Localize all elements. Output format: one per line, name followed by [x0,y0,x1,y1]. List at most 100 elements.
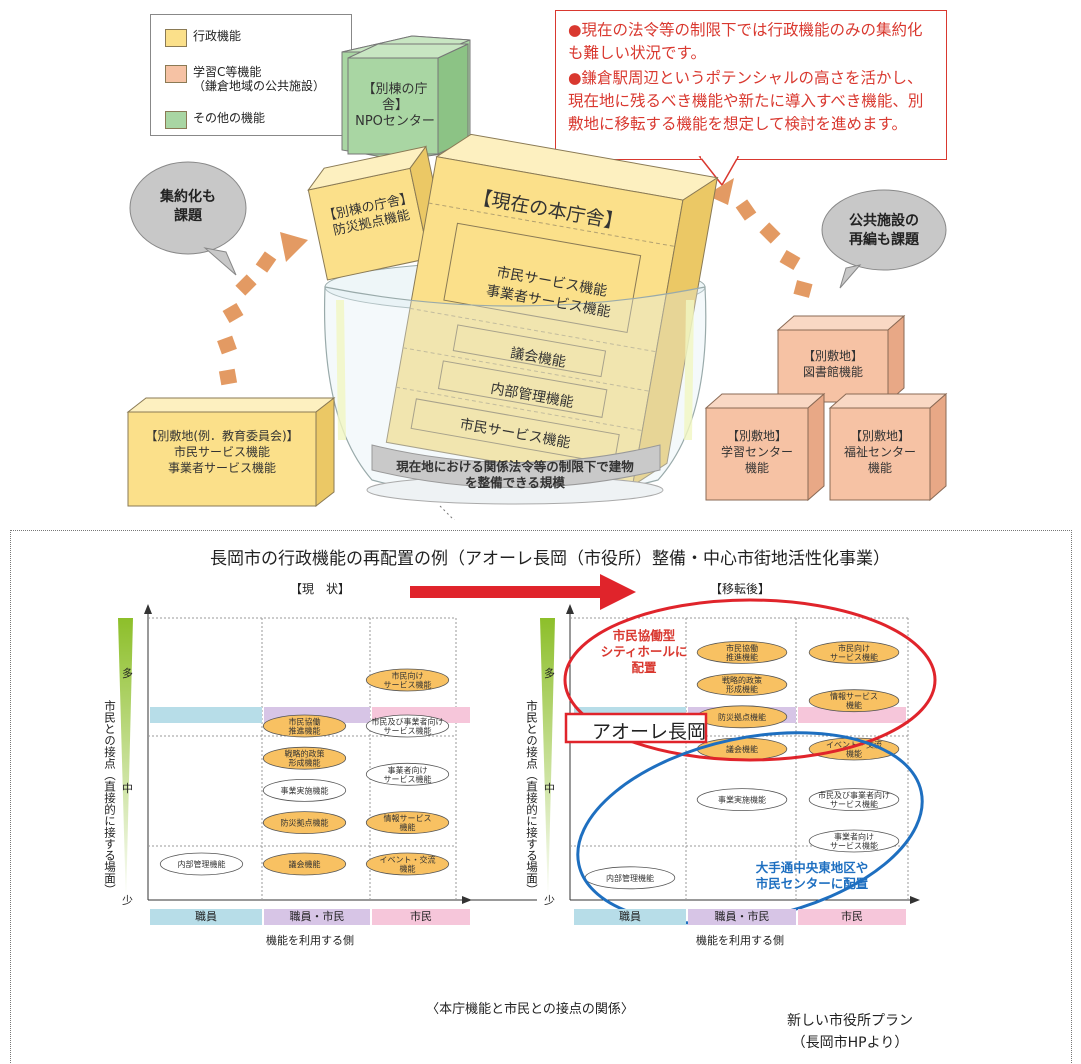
left-function-pill [262,811,347,835]
left-function-pill [365,811,450,835]
right-x-axis-label: 機能を利用する側 [696,934,784,947]
lower-frame [10,530,1072,1063]
bubble-left [129,161,247,255]
right-function-pill [808,689,900,713]
right-function-pill-label: 事業実施機能 [718,795,766,805]
policy-note-line-1: ●現在の法令等の制限下では行政機能のみの集約化も難しい状況です。 [568,21,923,62]
legend-swatch-admin [165,29,187,47]
right-y-low: 少 [544,894,555,907]
right-function-pill-label: 戦略的政策形成機能 [722,675,762,694]
left-function-pill [365,714,450,738]
legend-label-admin: 行政機能 [193,29,242,43]
left-function-pill [159,852,244,876]
left-function-pill-label: 市民協働推進機能 [289,717,321,736]
right-y-gradient [540,618,555,904]
right-function-pill-label: 事業者向けサービス機能 [830,832,878,851]
left-grid [118,604,537,904]
right-grid-pills: 市民協働推進機能戦略的政策形成機能防災拠点機能議会機能市民向けサービス機能情報サ… [584,641,900,890]
legend-swatch-other [165,111,187,129]
right-function-pill [696,673,788,696]
left-function-pill-label: イベント・交流機能 [380,855,436,874]
plan-title: 新しい市役所プラン [787,1013,913,1029]
right-function-pill [808,641,900,664]
bubble-left-text: 集約化も 課題 [160,189,216,224]
right-function-pill [808,829,900,853]
library-label: 【別敷地】 図書館機能 [802,349,863,379]
main-building [385,133,719,487]
bubble-right [821,189,947,271]
right-function-pill-label: 市民向けサービス機能 [830,643,878,662]
left-function-pill-label: 事業者向けサービス機能 [384,765,432,784]
left-function-pill [365,668,450,692]
left-function-pill [262,714,347,738]
left-x-cat-staff [150,707,262,723]
left-x-citizen: 市民 [372,909,470,925]
upper-illustration [126,35,948,520]
left-x-staff-citizen: 職員・市民 [264,909,370,925]
bubble-left-tail [203,247,237,276]
left-function-pill [365,762,450,786]
left-function-pill [262,746,347,770]
bowl-caption: 現在地における関係法令等の制限下で建物 を整備できる規模 [396,459,634,490]
legend-item-learning: 学習C等機能 （鎌倉地域の公共施設） [165,65,325,93]
welfare-building [828,392,948,502]
left-function-pill-label: 内部管理機能 [178,859,226,869]
right-function-pill [808,788,900,812]
left-function-pill-label: 事業実施機能 [281,785,329,795]
left-function-pill [365,852,450,876]
right-function-pill-label: 市民及び事業者向けサービス機能 [818,790,890,809]
left-function-pill [262,778,347,802]
left-function-pill-label: 市民向けサービス機能 [384,671,432,690]
left-y-low: 少 [122,894,133,907]
right-x-staff: 職員 [574,909,686,925]
left-grid-pills: 市民向けサービス機能市民協働推進機能戦略的政策形成機能事業実施機能防災拠点機能市… [159,668,450,876]
arrow-right-dashes [706,178,813,298]
left-offsite-label: 【別敷地(例．教育委員会)】 市民サービス機能 事業者サービス機能 [145,429,299,475]
learning-building [704,392,826,502]
legend: 行政機能 学習C等機能 （鎌倉地域の公共施設） その他の機能 [150,14,352,136]
left-offsite-building [126,396,336,508]
left-function-pill [262,852,347,876]
left-x-staff: 職員 [150,909,262,925]
red-grouping-ellipse [563,598,937,762]
right-function-pill-label: イベント・交流機能 [826,740,882,759]
left-y-mid: 中 [122,782,133,795]
current-state-label: 【現 状】 [289,582,350,596]
right-x-cat-citizen [798,707,906,723]
glass-bowl [323,286,707,500]
lower-caption: 〈本庁機能と市民との接点の関係〉 [426,1002,634,1017]
npo-label: 【別棟の庁舎】 NPOセンター [355,82,435,129]
transition-arrow [410,574,636,610]
left-function-pill-label: 情報サービス機能 [384,813,432,832]
right-function-pill-label: 内部管理機能 [606,873,654,883]
left-function-pill-label: 戦略的政策形成機能 [285,749,325,768]
arrow-left-dashes [217,232,308,386]
right-function-pill-label: 議会機能 [726,744,758,754]
library-building [776,314,906,404]
bubble-right-text: 公共施設の 再編も課題 [849,213,919,248]
welfare-label: 【別敷地】 福祉センター 機能 [843,429,916,475]
plan-source: （長岡市HPより） [791,1035,909,1051]
blue-note: 大手通中央東地区や 市民センターに配置 [755,860,869,891]
right-y-axis-label: 市民との接点（直接的に接する場面） [525,700,539,896]
lower-title: 長岡市の行政機能の再配置の例（アオーレ長岡（市役所）整備・中心市街地活性化事業） [210,549,890,569]
left-y-gradient [118,618,133,904]
left-function-pill-label: 市民及び事業者向けサービス機能 [372,717,444,736]
legend-item-other: その他の機能 [165,111,265,129]
policy-note: ●現在の法令等の制限下では行政機能のみの集約化も難しい状況です。 ●鎌倉駅周辺と… [555,10,947,160]
right-function-pill [696,788,788,812]
aore-label: アオーレ長岡 [591,721,706,743]
right-x-citizen: 市民 [798,909,906,925]
aore-label-box [564,712,708,744]
left-function-pill-label: 議会機能 [289,859,321,869]
right-function-pill-label: 防災拠点機能 [718,712,766,722]
right-y-high: 多 [544,667,555,680]
legend-item-admin: 行政機能 [165,29,241,47]
left-x-axis-label: 機能を利用する側 [266,934,354,947]
right-y-mid: 中 [544,782,555,795]
npo-building [341,35,471,161]
red-note: 市民協働型 シティホールに 配置 [600,628,688,675]
bowl-caption-band [371,444,661,488]
right-x-staff-citizen: 職員・市民 [688,909,796,925]
legend-swatch-learning [165,65,187,83]
